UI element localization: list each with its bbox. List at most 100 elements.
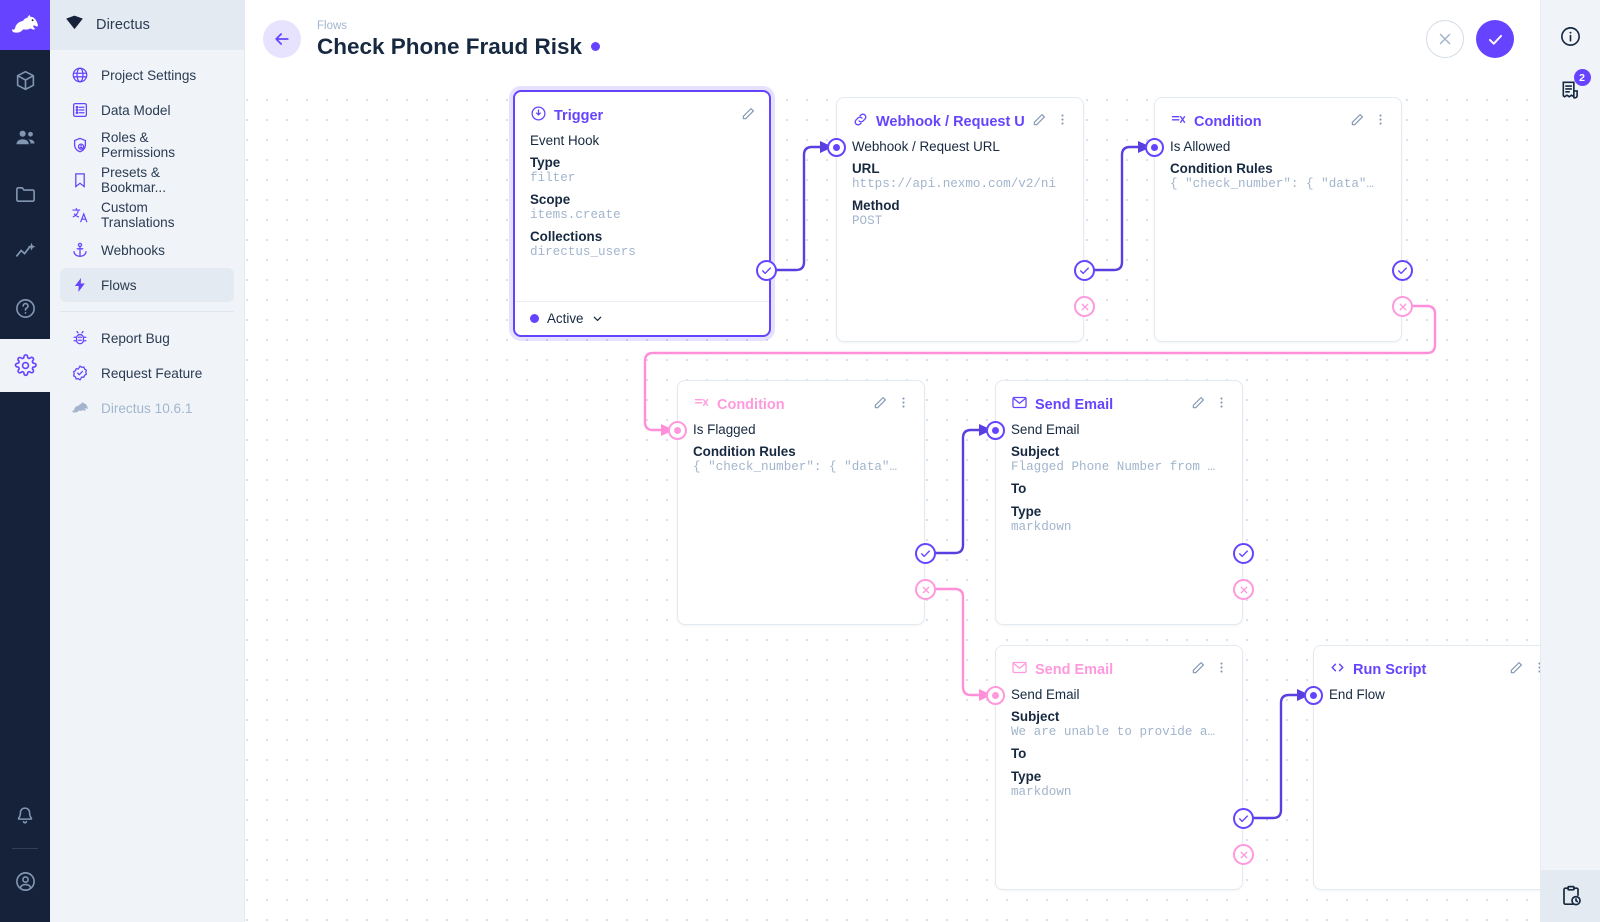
node-handle-resolve[interactable] (756, 260, 777, 281)
field-value: directus_users (530, 245, 636, 259)
node-title: Webhook / Request U (876, 113, 1024, 130)
sidebar-item-flows[interactable]: Flows (60, 268, 234, 302)
node-handle-input[interactable] (1145, 138, 1164, 157)
node-handle-input[interactable] (1304, 686, 1323, 705)
back-button[interactable] (263, 20, 301, 58)
node-handle-reject[interactable] (1233, 579, 1254, 600)
rail-item-help[interactable] (0, 282, 50, 335)
node-operation-name: Send Email (1011, 422, 1080, 437)
sidebar-nav: Project Settings Data Model Roles & Perm… (50, 50, 244, 302)
node-header-icons (1508, 660, 1540, 680)
check-icon (762, 267, 771, 275)
node-body: End Flow (1314, 684, 1540, 718)
edit-pencil-icon[interactable] (872, 395, 888, 415)
node-handle-resolve[interactable] (1074, 260, 1095, 281)
edit-pencil-icon[interactable] (740, 106, 756, 126)
sidebar-item-label: Roles & Permissions (101, 130, 176, 160)
node-body: Send Email Subject We are unable to prov… (996, 684, 1242, 813)
mail-icon (1011, 394, 1028, 415)
flow-node-send-email-unable[interactable]: Send Email Send Email Subject We are una… (995, 645, 1243, 890)
rail-item-files[interactable] (0, 168, 50, 221)
sidebar-item-report-bug[interactable]: Report Bug (60, 321, 234, 355)
field-label: Type (530, 155, 561, 170)
node-handle-resolve[interactable] (1233, 808, 1254, 829)
rail-item-notifications[interactable] (0, 789, 50, 842)
sidebar-item-webhooks[interactable]: Webhooks (60, 233, 234, 267)
more-options-icon[interactable] (896, 395, 911, 414)
check-icon (1239, 550, 1248, 558)
field-value: { "check_number": { "data"… (693, 460, 898, 474)
cancel-button[interactable] (1426, 20, 1464, 58)
activity-button[interactable] (1540, 870, 1600, 922)
rail-item-content[interactable] (0, 54, 50, 107)
field-label: Type (1011, 769, 1042, 784)
sidebar-item-data-model[interactable]: Data Model (60, 93, 234, 127)
edit-pencil-icon[interactable] (1031, 112, 1047, 132)
info-button[interactable] (1549, 14, 1593, 58)
flow-node-trigger[interactable]: Trigger Event Hook Type filter Scope ite… (513, 90, 771, 337)
flow-node-condition-is-allowed[interactable]: Condition Is Allowed Condition Rules { "… (1154, 97, 1402, 342)
flow-node-run-script[interactable]: Run Script End Flow (1313, 645, 1540, 890)
more-options-icon[interactable] (1373, 112, 1388, 131)
field-value: { "check_number": { "data"… (1170, 177, 1375, 191)
close-icon (1439, 33, 1451, 45)
sidebar-item-custom-translations[interactable]: Custom Translations (60, 198, 234, 232)
sidebar-item-request-feature[interactable]: Request Feature (60, 356, 234, 390)
node-handle-resolve[interactable] (1233, 543, 1254, 564)
save-button[interactable] (1476, 20, 1514, 58)
rail-item-insights[interactable] (0, 225, 50, 278)
flow-node-webhook[interactable]: Webhook / Request U Webhook / Request UR… (836, 97, 1084, 342)
module-rail (0, 0, 50, 922)
edit-pencil-icon[interactable] (1190, 395, 1206, 415)
link-icon (852, 111, 869, 132)
node-handle-input[interactable] (668, 421, 687, 440)
logs-button[interactable]: 2 (1549, 68, 1593, 112)
status-dot (530, 314, 539, 323)
rail-item-settings[interactable] (0, 339, 50, 392)
check-icon (1080, 267, 1089, 275)
node-header: Send Email (996, 646, 1242, 684)
node-handle-reject[interactable] (1074, 296, 1095, 317)
mail-icon (1011, 659, 1028, 680)
rail-divider (12, 848, 38, 849)
node-operation-name: Is Allowed (1170, 139, 1231, 154)
edit-pencil-icon[interactable] (1508, 660, 1524, 680)
node-header-icons (1031, 112, 1070, 132)
rabbit-icon (70, 399, 89, 418)
shield-person-icon (70, 136, 89, 155)
node-handle-reject[interactable] (1233, 844, 1254, 865)
node-handle-reject[interactable] (915, 579, 936, 600)
close-icon (1081, 303, 1088, 310)
rail-item-account[interactable] (0, 855, 50, 908)
node-header-icons (740, 106, 756, 126)
more-options-icon[interactable] (1214, 395, 1229, 414)
flow-node-send-email-flagged[interactable]: Send Email Send Email Subject Flagged Ph… (995, 380, 1243, 625)
page-title: Check Phone Fraud Risk (317, 35, 601, 59)
field-label: Scope (530, 192, 571, 207)
receipt-long-icon (1562, 81, 1578, 99)
node-title: Condition (1194, 113, 1262, 130)
node-handle-reject[interactable] (1392, 296, 1413, 317)
flow-node-condition-is-flagged[interactable]: Condition Is Flagged Condition Rules { "… (677, 380, 925, 625)
check-icon (1239, 815, 1248, 823)
breadcrumb[interactable]: Flows (317, 19, 348, 32)
edit-pencil-icon[interactable] (1190, 660, 1206, 680)
node-handle-input[interactable] (986, 421, 1005, 440)
node-handle-resolve[interactable] (1392, 260, 1413, 281)
edit-pencil-icon[interactable] (1349, 112, 1365, 132)
sidebar-item-presets-bookmarks[interactable]: Presets & Bookmar... (60, 163, 234, 197)
directus-rabbit-logo[interactable] (0, 0, 50, 50)
more-options-icon[interactable] (1532, 660, 1540, 679)
sidebar-item-project-settings[interactable]: Project Settings (60, 58, 234, 92)
node-handle-input[interactable] (827, 138, 846, 157)
rail-item-users[interactable] (0, 111, 50, 164)
field-value: POST (852, 214, 883, 228)
sidebar-item-roles-permissions[interactable]: Roles & Permissions (60, 128, 234, 162)
module-rail-items (0, 54, 50, 392)
more-options-icon[interactable] (1055, 112, 1070, 131)
trigger-status-selector[interactable]: Active (515, 301, 769, 335)
node-handle-input[interactable] (986, 686, 1005, 705)
more-options-icon[interactable] (1214, 660, 1229, 679)
translate-icon (70, 206, 89, 225)
node-handle-resolve[interactable] (915, 543, 936, 564)
